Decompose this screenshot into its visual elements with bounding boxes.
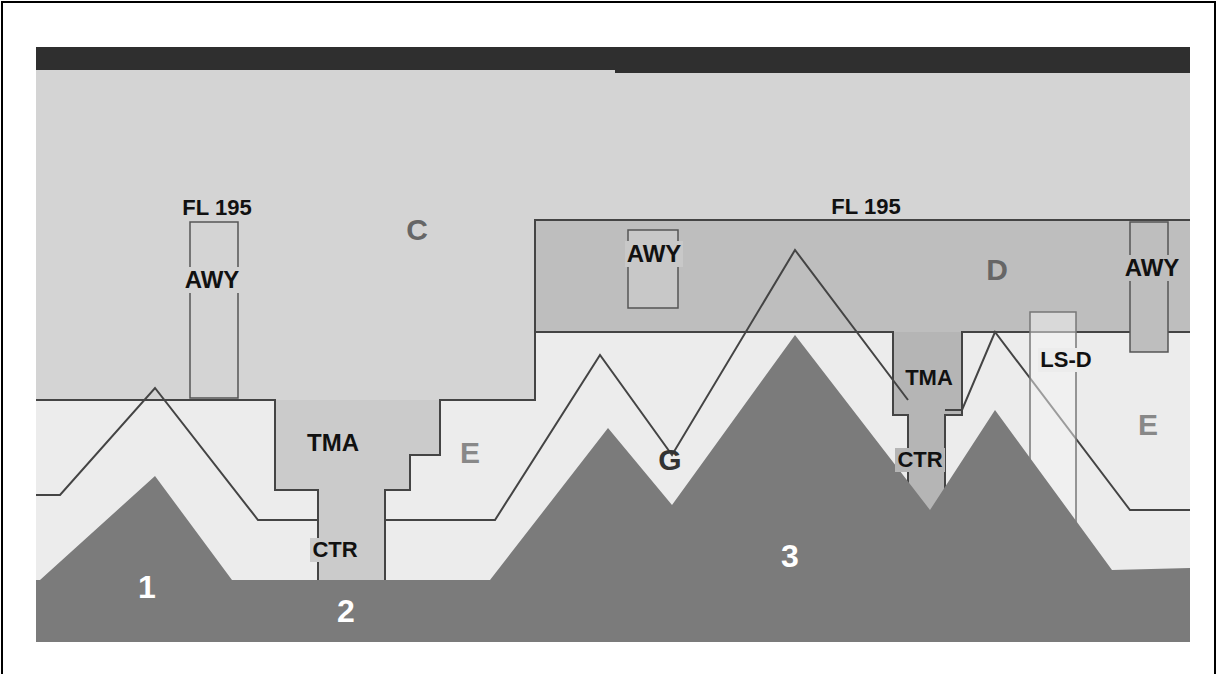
airspace-class: E	[458, 437, 482, 469]
upper-bar	[615, 47, 1190, 73]
tma-label: TMA	[903, 366, 955, 389]
airspace-class: G	[656, 444, 683, 476]
callout-number: 2	[335, 595, 357, 629]
airway-label: AWY	[625, 241, 684, 266]
upper-bar	[36, 47, 615, 70]
flight-level: FL 195	[180, 196, 253, 219]
airway-label: AWY	[183, 267, 242, 292]
tma-label: TMA	[305, 430, 361, 455]
flight-level: FL 195	[829, 195, 902, 218]
airspace-class: E	[1136, 409, 1160, 441]
airspace-class: D	[984, 254, 1010, 286]
airway-box	[190, 222, 238, 398]
ctr-label: CTR	[310, 538, 359, 561]
callout-number: 3	[779, 540, 801, 574]
airway-label: AWY	[1123, 255, 1182, 280]
airway-box	[1130, 222, 1168, 352]
class-d-area	[535, 220, 1190, 332]
airspace-class: C	[404, 214, 430, 246]
ctr-label: CTR	[895, 448, 944, 471]
restricted-area-label: LS-D	[1038, 348, 1093, 371]
callout-number: 1	[136, 571, 158, 605]
g-boundary	[36, 388, 318, 520]
terrain	[36, 335, 1190, 642]
